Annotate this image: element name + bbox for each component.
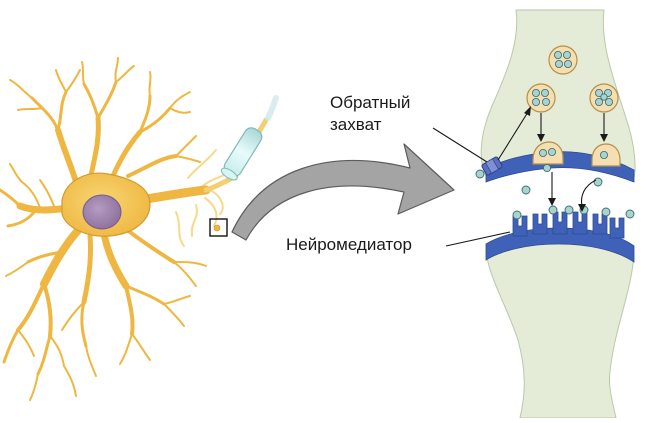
synapse xyxy=(475,9,636,419)
nucleus-icon xyxy=(82,194,122,230)
axon-terminal-branches xyxy=(175,149,231,247)
vesicle xyxy=(589,83,619,113)
label-leaders xyxy=(432,127,511,247)
reuptake-label: Обратный захват xyxy=(330,92,410,136)
receptors xyxy=(512,211,625,239)
vesicles xyxy=(526,45,621,167)
vesicle xyxy=(548,45,578,75)
neuron xyxy=(0,57,279,401)
process-arrows xyxy=(497,111,605,207)
fusing-vesicle xyxy=(532,141,564,165)
reuptake-transporter-icon xyxy=(481,156,503,176)
fusing-vesicle xyxy=(591,143,621,167)
zoom-arrow xyxy=(231,143,455,241)
vesicle xyxy=(526,83,556,113)
postsynaptic-terminal xyxy=(485,233,635,419)
dendrites xyxy=(0,57,207,401)
reuptake-label-line1: Обратный xyxy=(330,93,411,112)
reuptake-label-line2: захват xyxy=(330,115,382,134)
neurotransmitter-label: Нейромедиатор xyxy=(286,235,412,254)
process-arrowheads xyxy=(524,106,608,212)
myelin-sheath-icon xyxy=(220,95,279,181)
magnified-region-box xyxy=(209,218,228,237)
